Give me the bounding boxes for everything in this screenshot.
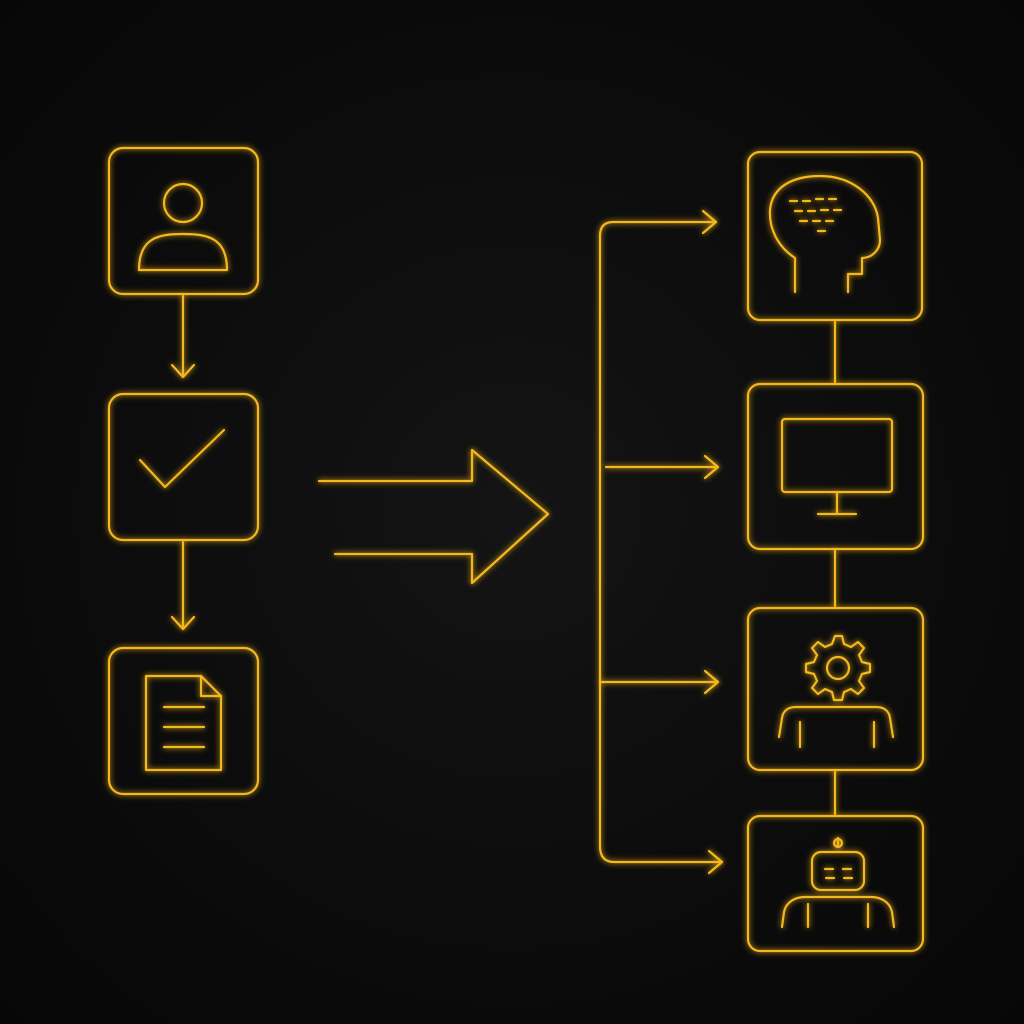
document-icon [144, 674, 223, 772]
edge-branch-to-ai-brain [701, 209, 718, 235]
node-ai-brain [746, 150, 924, 322]
node-verify-box [107, 392, 260, 542]
node-user-box [107, 146, 260, 296]
gear-head-person-icon [777, 634, 895, 749]
edge-verify-to-document [170, 540, 196, 631]
node-ai-brain-box [746, 150, 924, 322]
node-operator [746, 606, 925, 772]
edge-user-to-verify [170, 294, 196, 379]
node-robot [746, 814, 925, 953]
monitor-icon [780, 417, 894, 516]
node-document [107, 646, 260, 796]
node-robot-box [746, 814, 925, 953]
node-monitor [746, 382, 925, 551]
branch-connector [598, 220, 724, 864]
node-document-box [107, 646, 260, 796]
node-verify [107, 392, 260, 542]
brain-head-icon [768, 174, 882, 294]
checkmark-icon [138, 428, 226, 489]
node-operator-box [746, 606, 925, 772]
edge-branch-to-robot [707, 849, 724, 875]
robot-icon [780, 836, 896, 929]
edge-branch-to-operator [598, 669, 720, 695]
edge-branch-to-monitor [604, 454, 720, 480]
big-right-arrow-icon [317, 448, 550, 585]
user-icon [137, 182, 229, 272]
node-user [107, 146, 260, 296]
node-monitor-box [746, 382, 925, 551]
